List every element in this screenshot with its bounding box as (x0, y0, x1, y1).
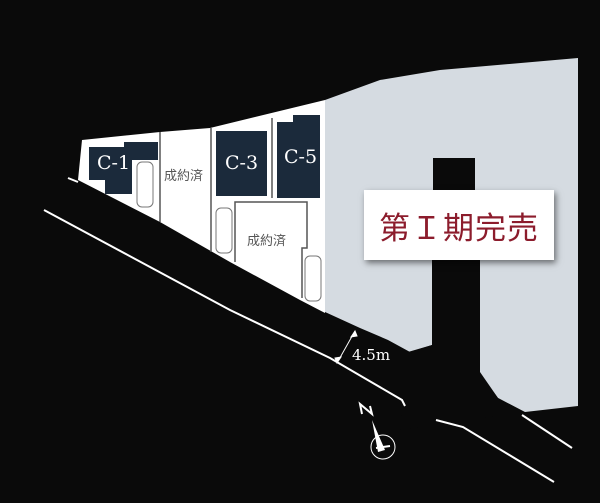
road-edges (43, 177, 573, 483)
building-c1 (89, 142, 158, 194)
lot-label-c3: C-3 (225, 152, 259, 174)
neighbor-building (433, 158, 475, 194)
private-road (400, 258, 524, 430)
building-c3 (216, 131, 267, 196)
road-width-label: 4.5m (352, 346, 391, 364)
sold-out-banner: 第Ｉ期完売 (364, 190, 554, 260)
car-icon (304, 255, 322, 302)
north-letter (358, 401, 374, 417)
sold-label: 成約済 (247, 234, 287, 249)
car-icons (136, 161, 322, 302)
car-icon (136, 161, 154, 208)
north-arrow-icon (358, 401, 396, 460)
building-c5 (277, 115, 320, 198)
buildings (89, 115, 320, 198)
car-icon (215, 207, 233, 254)
lot-label-c1: C-1 (97, 152, 131, 174)
sold-label: 成約済 (164, 169, 204, 184)
road-width-arrow (334, 329, 358, 365)
lot-label-c5: C-5 (284, 146, 318, 168)
lot-dividers (159, 118, 308, 298)
